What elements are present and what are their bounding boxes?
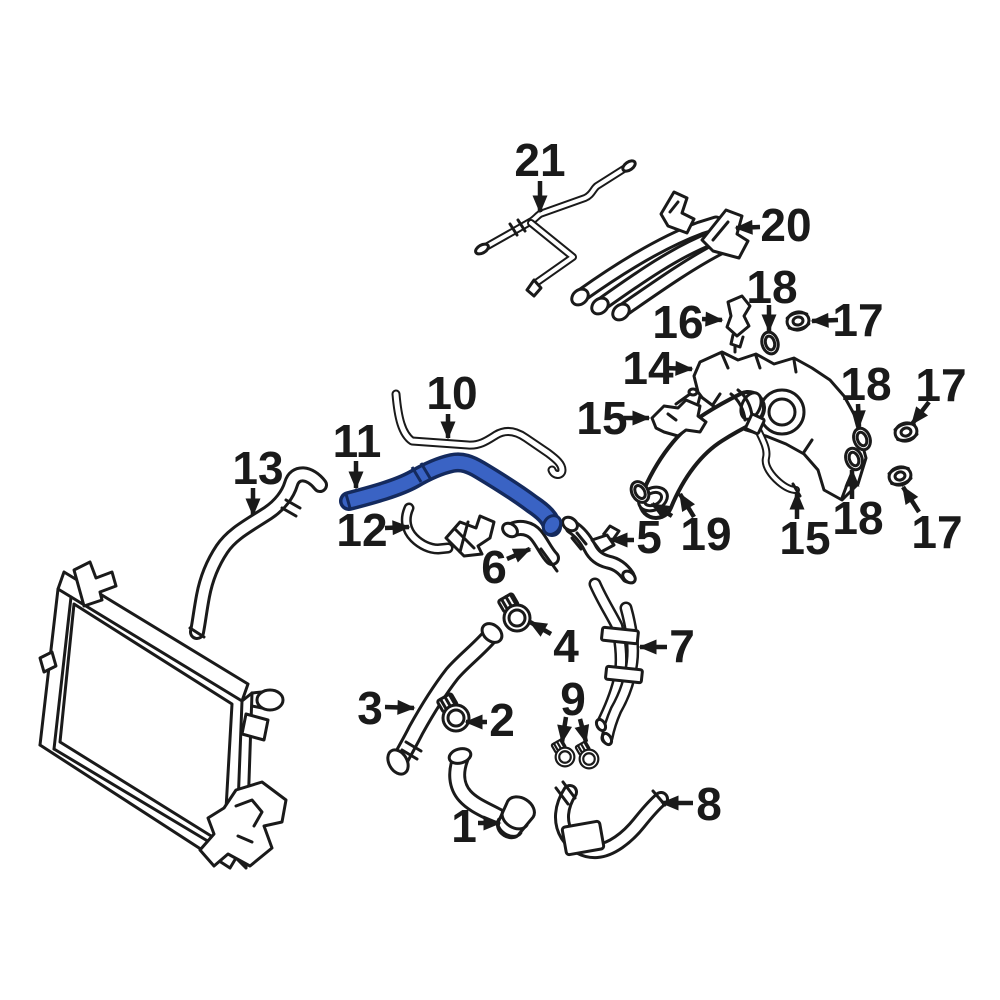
callout-20-number: 20 — [760, 199, 811, 251]
callout-3-number: 3 — [357, 682, 383, 734]
callout-21: 21 — [514, 134, 566, 214]
callout-19-arrow — [650, 502, 674, 519]
clamp-9-right — [574, 740, 600, 770]
callout-8: 8 — [660, 778, 722, 830]
hose-3 — [386, 622, 504, 776]
plug-17-top — [783, 308, 813, 334]
callout-16-number: 16 — [652, 296, 703, 348]
radiator — [38, 560, 288, 870]
callout-17-arrow — [910, 400, 931, 426]
callout-12-arrow — [384, 520, 411, 536]
callout-6-number: 6 — [481, 541, 507, 593]
callout-7-number: 7 — [669, 620, 695, 672]
callout-2: 2 — [464, 694, 515, 746]
plug-17-right-lower — [885, 462, 915, 490]
callout-19: 19 — [650, 492, 732, 560]
callout-9-number: 9 — [560, 673, 586, 725]
callout-19-arrow — [678, 492, 696, 519]
callout-17-arrow — [810, 312, 839, 328]
sensor-15-left — [650, 387, 708, 438]
callout-18-number: 18 — [746, 261, 797, 313]
callout-1: 1 — [451, 800, 502, 852]
pipe-12 — [406, 508, 496, 558]
radiator-lower-bracket — [198, 780, 288, 868]
radiator-top-bracket — [72, 560, 118, 608]
hose-11-end-cap — [541, 514, 563, 536]
callout-18-number: 18 — [832, 492, 883, 544]
callout-12-number: 12 — [336, 504, 387, 556]
callout-11-number: 11 — [333, 415, 382, 467]
callout-18-number: 18 — [840, 358, 891, 410]
clamp-4 — [496, 591, 532, 633]
sensor-16 — [725, 294, 752, 354]
callout-20-arrow — [734, 219, 761, 235]
callout-18: 18 — [746, 261, 798, 333]
callout-21-number: 21 — [514, 134, 565, 186]
hose-13 — [188, 474, 320, 637]
callout-10-number: 10 — [426, 367, 477, 419]
callout-19-number: 19 — [680, 508, 731, 560]
radiator-side-tab — [38, 650, 58, 674]
clamp-9-left — [550, 738, 576, 768]
callout-6: 6 — [481, 541, 532, 593]
callout-17-number: 17 — [911, 506, 962, 558]
callout-17: 17 — [910, 359, 967, 426]
callout-17-arrow — [901, 485, 921, 514]
callout-9-arrow — [557, 716, 573, 744]
callout-17-number: 17 — [915, 359, 966, 411]
callout-20: 20 — [734, 199, 812, 251]
callout-7: 7 — [638, 620, 695, 672]
callout-15: 15 — [779, 491, 831, 564]
callout-15: 15 — [576, 392, 651, 444]
callout-14-arrow — [663, 360, 694, 376]
callout-9-arrow — [574, 718, 590, 744]
plug-17-right-upper — [891, 418, 921, 446]
hose-6 — [501, 520, 557, 573]
callout-18: 18 — [840, 358, 892, 429]
callout-13-number: 13 — [232, 442, 283, 494]
pipe-7 — [595, 584, 644, 747]
callout-13: 13 — [232, 442, 284, 517]
callout-16: 16 — [652, 296, 724, 348]
callout-9: 9 — [557, 673, 590, 744]
hose-8 — [556, 780, 665, 855]
callout-18-arrow — [850, 403, 866, 429]
callout-3-arrow — [384, 699, 416, 715]
callout-2-number: 2 — [489, 694, 515, 746]
callout-4: 4 — [528, 620, 579, 672]
callout-3: 3 — [357, 682, 416, 734]
clamp-2 — [435, 691, 471, 733]
callout-17-number: 17 — [832, 294, 883, 346]
callout-1-number: 1 — [451, 800, 477, 852]
callout-14-number: 14 — [622, 342, 674, 394]
pipe-assembly-20 — [570, 190, 750, 322]
callout-17: 17 — [810, 294, 884, 346]
hose-11-highlighted — [346, 462, 563, 537]
callout-15-number: 15 — [779, 512, 830, 564]
callout-17: 17 — [901, 485, 963, 558]
hose-5 — [561, 515, 637, 585]
radiator-filler-neck — [255, 688, 285, 712]
callout-12: 12 — [336, 504, 411, 556]
callout-18: 18 — [832, 468, 884, 544]
callout-4-arrow — [528, 620, 553, 637]
pipe-21 — [474, 159, 637, 298]
callout-16-arrow — [701, 311, 724, 327]
callout-5-number: 5 — [636, 511, 662, 563]
callout-14: 14 — [622, 342, 694, 394]
callout-11: 11 — [333, 415, 382, 490]
oring-18-top — [757, 328, 783, 358]
callout-5: 5 — [609, 511, 662, 563]
callout-15-number: 15 — [576, 392, 627, 444]
callout-10: 10 — [426, 367, 478, 440]
callout-8-number: 8 — [696, 778, 722, 830]
callout-4-number: 4 — [553, 620, 579, 672]
callout-6-arrow — [506, 546, 532, 563]
